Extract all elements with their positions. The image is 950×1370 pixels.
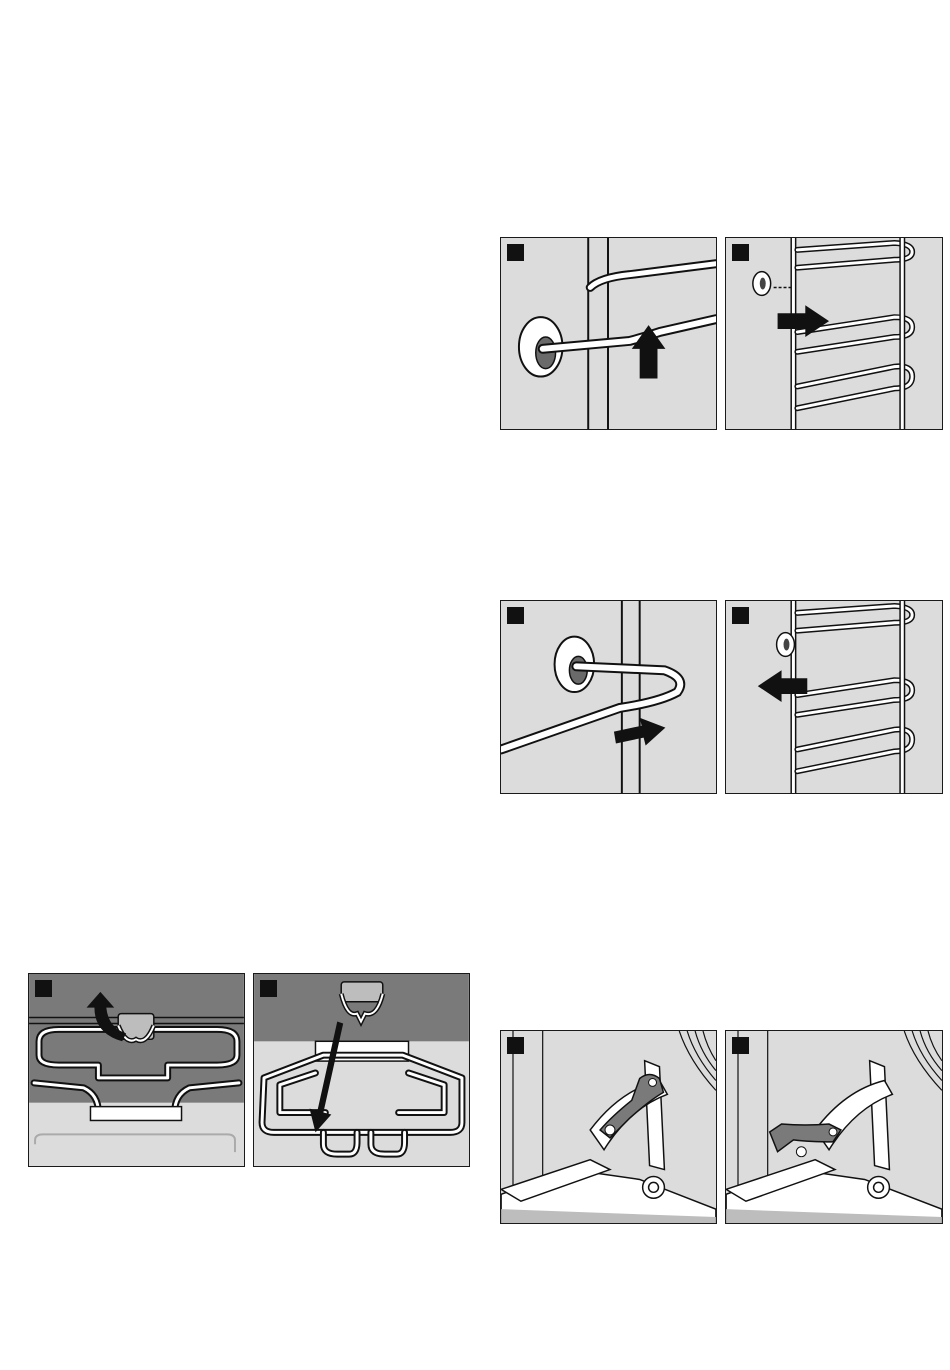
figure-door-hinge-lever-open <box>500 1030 717 1224</box>
figure-rail-clip-unhook <box>28 973 245 1167</box>
step-marker <box>507 244 524 261</box>
rack-hook-illustration <box>726 601 942 793</box>
hinge-lever-closed-illustration <box>726 1031 942 1223</box>
step-marker <box>732 607 749 624</box>
rail-clip-attach-illustration <box>254 974 469 1166</box>
step-marker <box>732 244 749 261</box>
rack-push-illustration <box>501 601 716 793</box>
figure-remove-rack-pull <box>725 237 943 430</box>
figure-insert-rack-push <box>500 600 717 794</box>
step-marker <box>260 980 277 997</box>
figure-door-hinge-lever-closed <box>725 1030 943 1224</box>
rail-clip-unhook-illustration <box>29 974 244 1166</box>
rack-pull-illustration <box>726 238 942 429</box>
figure-rail-clip-attach <box>253 973 470 1167</box>
rack-lift-illustration <box>501 238 716 429</box>
step-marker <box>507 1037 524 1054</box>
figure-insert-rack-hook <box>725 600 943 794</box>
step-marker <box>507 607 524 624</box>
step-marker <box>35 980 52 997</box>
step-marker <box>732 1037 749 1054</box>
figure-remove-rack-lift <box>500 237 717 430</box>
hinge-lever-open-illustration <box>501 1031 716 1223</box>
